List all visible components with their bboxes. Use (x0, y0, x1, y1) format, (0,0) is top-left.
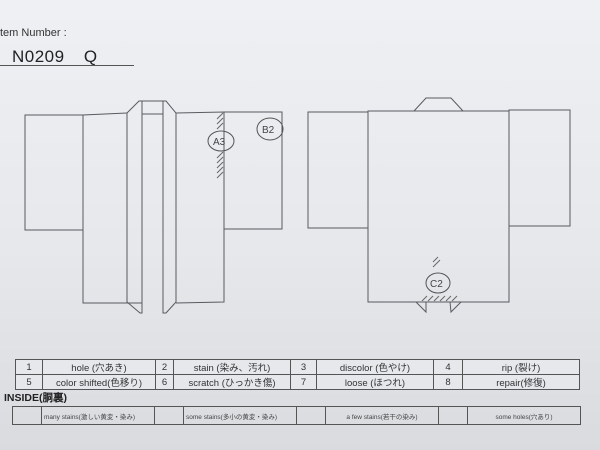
inside-checkbox-many-stains[interactable] (12, 406, 42, 425)
inside-checkbox-some-stains[interactable] (154, 406, 184, 425)
inside-checkbox-some-holes[interactable] (438, 406, 468, 425)
inside-row: many stains(激しい黄変・染み) some stains(多小の黄変・… (12, 406, 581, 425)
legend-num: 6 (155, 374, 174, 390)
legend-num: 3 (290, 359, 317, 375)
legend-label: loose (ほつれ) (316, 374, 434, 390)
legend-num: 5 (15, 374, 43, 390)
legend-num: 8 (433, 374, 463, 390)
inside-label-few-stains: a few stains(若干の染み) (325, 406, 439, 425)
legend-num: 2 (155, 359, 174, 375)
inside-label-many-stains: many stains(激しい黄変・染み) (41, 406, 155, 425)
legend-row: 1 hole (穴あき) 2 stain (染み、汚れ) 3 discolor … (15, 359, 580, 375)
damage-legend-table: 1 hole (穴あき) 2 stain (染み、汚れ) 3 discolor … (15, 359, 580, 390)
legend-label: rip (裂け) (462, 359, 580, 375)
back-hem-flap-right (449, 301, 462, 314)
legend-label: discolor (色やけ) (316, 359, 434, 375)
legend-row: 5 color shifted(色移り) 6 scratch (ひっかき傷) 7… (15, 374, 580, 390)
back-collar (413, 97, 464, 112)
legend-label: scratch (ひっかき傷) (173, 374, 291, 390)
front-right-sleeve (224, 111, 283, 230)
legend-label: repair(修復) (462, 374, 580, 390)
front-hatch-marks (216, 112, 224, 179)
legend-label: hole (穴あき) (42, 359, 156, 375)
back-hatch-marks (421, 256, 458, 302)
legend-num: 1 (15, 359, 43, 375)
legend-num: 4 (433, 359, 463, 375)
front-left-sleeve (24, 114, 84, 231)
item-number-underline (0, 65, 134, 66)
inside-section-title: INSIDE(胴裏) (4, 392, 67, 404)
inside-condition-table: many stains(激しい黄変・染み) some stains(多小の黄変・… (12, 406, 581, 425)
front-kimono-diagram: A3 B2 (24, 100, 284, 314)
inside-checkbox-few-stains[interactable] (296, 406, 326, 425)
front-right-collar (162, 100, 177, 314)
legend-label: stain (染み、汚れ) (173, 359, 291, 375)
inside-label-some-stains: some stains(多小の黄変・染み) (183, 406, 297, 425)
annotation-c2-circle (425, 272, 451, 294)
item-number-label: tem Number : (0, 27, 67, 39)
front-right-body (175, 111, 225, 304)
annotation-b2-text: B2 (262, 125, 275, 136)
annotation-b2-circle (256, 117, 284, 141)
item-number-value: N0209 Q (12, 47, 98, 66)
front-left-body (82, 112, 142, 304)
back-left-sleeve (307, 111, 369, 229)
legend-label: color shifted(色移り) (42, 374, 156, 390)
back-hem-flap-left (415, 301, 427, 314)
inside-label-some-holes: some holes(穴あり) (467, 406, 581, 425)
annotation-c2-text: C2 (430, 279, 443, 290)
annotation-a3-text: A3 (213, 137, 226, 148)
annotation-a3-circle (207, 130, 235, 152)
front-left-collar (126, 100, 143, 314)
legend-num: 7 (290, 374, 317, 390)
back-right-sleeve (508, 109, 571, 227)
back-kimono-diagram: C2 (307, 97, 571, 314)
